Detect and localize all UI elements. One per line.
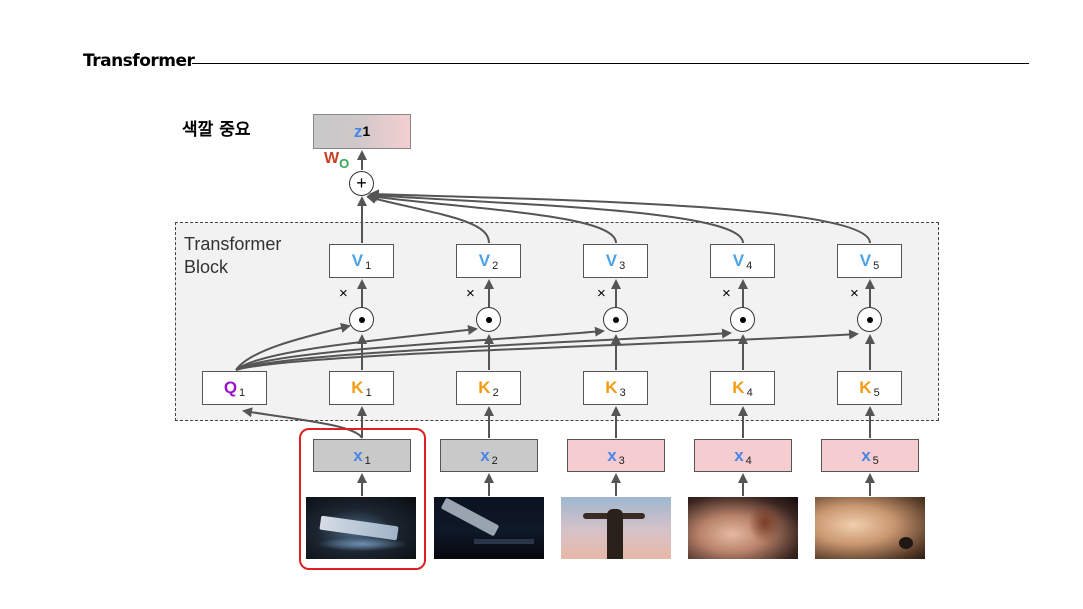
k2-letter: K bbox=[478, 378, 491, 397]
z1-sub: 1 bbox=[362, 123, 371, 140]
arrow-x1-q1 bbox=[242, 407, 363, 439]
arrow-v2-plus bbox=[366, 194, 490, 244]
input-image-4 bbox=[688, 497, 798, 559]
v1-sub: 1 bbox=[365, 260, 372, 272]
dot-product-icon-1 bbox=[349, 307, 374, 332]
v2-sub: 2 bbox=[492, 260, 499, 272]
k1-letter: K bbox=[351, 378, 364, 397]
v5-letter: V bbox=[859, 251, 872, 270]
header-rule bbox=[192, 63, 1029, 64]
x4-letter: x bbox=[734, 445, 744, 465]
v4-letter: V bbox=[732, 251, 745, 270]
arrow-v5-plus bbox=[369, 189, 871, 244]
x5-sub: 5 bbox=[872, 454, 879, 467]
v3-sub: 3 bbox=[619, 260, 626, 272]
sum-node: + bbox=[349, 171, 374, 196]
times-icon-4: × bbox=[722, 285, 731, 302]
times-icon-3: × bbox=[597, 285, 606, 302]
k5-sub: 5 bbox=[873, 387, 880, 399]
z1-letter: z bbox=[353, 121, 363, 141]
highlight-box bbox=[299, 428, 426, 570]
plus-icon: + bbox=[356, 173, 367, 193]
dot-product-icon-5 bbox=[857, 307, 882, 332]
dot-product-icon-4 bbox=[730, 307, 755, 332]
k4-letter: K bbox=[732, 378, 745, 397]
k3-sub: 3 bbox=[619, 387, 626, 399]
block-label-line1: Transformer bbox=[184, 234, 282, 254]
k5-letter: K bbox=[859, 378, 872, 397]
arrow-q1-dot2 bbox=[235, 324, 478, 371]
x1-letter: x bbox=[353, 445, 363, 465]
times-icon-2: × bbox=[466, 285, 475, 302]
dot-product-icon-3 bbox=[603, 307, 628, 332]
arrow-v4-plus bbox=[368, 190, 744, 244]
transformer-block bbox=[175, 222, 939, 421]
arrow-q1-dot1 bbox=[235, 323, 351, 371]
k4-sub: 4 bbox=[746, 387, 753, 399]
block-label-line2: Block bbox=[184, 257, 229, 277]
x2-letter: x bbox=[480, 445, 490, 465]
section-title: Transformer bbox=[83, 51, 195, 71]
dot-product-icon-2 bbox=[476, 307, 501, 332]
wo-o: O bbox=[339, 156, 350, 171]
x3-letter: x bbox=[607, 445, 617, 465]
color-note: 색깔 중요 bbox=[182, 120, 251, 140]
k3-letter: K bbox=[605, 378, 618, 397]
v2-letter: V bbox=[478, 251, 491, 270]
times-icon-5: × bbox=[850, 285, 859, 302]
x1-sub: 1 bbox=[364, 454, 371, 467]
times-icon-1: × bbox=[339, 285, 348, 302]
transformer-block-label: Transformer Block bbox=[184, 233, 281, 279]
arrow-v3-plus bbox=[367, 192, 617, 244]
k2-sub: 2 bbox=[492, 387, 499, 399]
input-image-5 bbox=[815, 497, 925, 559]
x4-sub: 4 bbox=[745, 454, 752, 467]
input-image-1 bbox=[306, 497, 416, 559]
v4-sub: 4 bbox=[746, 260, 753, 272]
x3-sub: 3 bbox=[618, 454, 625, 467]
input-image-2 bbox=[434, 497, 544, 559]
arrow-q1-dot5 bbox=[235, 329, 859, 371]
v3-letter: V bbox=[605, 251, 618, 270]
section-header: Transformer bbox=[83, 50, 1029, 76]
arrow-q1-dot3 bbox=[235, 326, 605, 371]
v5-sub: 5 bbox=[873, 260, 880, 272]
wo-label: WO bbox=[324, 150, 350, 171]
x2-sub: 2 bbox=[491, 454, 498, 467]
q1-letter: Q bbox=[223, 378, 238, 397]
v1-letter: V bbox=[351, 251, 364, 270]
k1-sub: 1 bbox=[365, 387, 372, 399]
q1-sub: 1 bbox=[239, 387, 246, 399]
wo-w: W bbox=[324, 150, 340, 167]
x5-letter: x bbox=[861, 445, 871, 465]
arrow-q1-dot4 bbox=[235, 328, 732, 371]
input-image-3 bbox=[561, 497, 671, 559]
